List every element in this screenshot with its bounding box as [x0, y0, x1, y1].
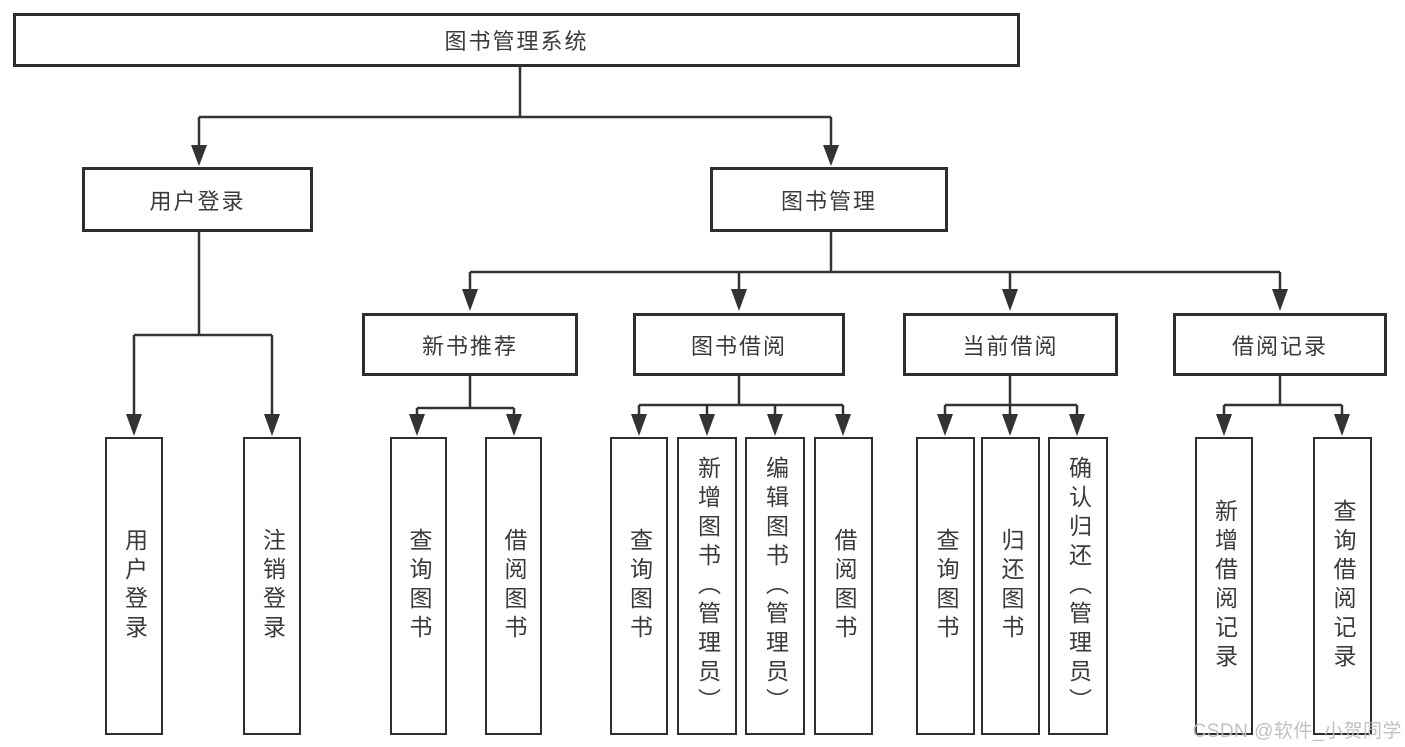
leaf-label: 查询图书 — [933, 528, 959, 644]
node-borrow-records: 借阅记录 — [1173, 313, 1387, 376]
leaf-label: 确认归还（管理员） — [1065, 455, 1092, 717]
node-label: 图书借阅 — [690, 333, 787, 359]
leaf-label: 借阅图书 — [831, 528, 857, 644]
leaf-user-login: 用户登录 — [105, 437, 163, 735]
leaf-current-query-books: 查询图书 — [916, 437, 975, 735]
leaf-recommend-borrow-books: 借阅图书 — [485, 437, 542, 735]
csdn-watermark: CSDN @软件_小贺同学 — [1192, 721, 1402, 742]
node-label: 用户登录 — [149, 188, 246, 214]
leaf-label: 注销登录 — [259, 528, 286, 644]
leaf-logout-login: 注销登录 — [243, 437, 301, 735]
node-label: 新书推荐 — [421, 333, 518, 359]
node-label: 图书管理 — [780, 188, 877, 214]
leaf-recommend-query-books: 查询图书 — [390, 437, 447, 735]
node-label: 图书管理系统 — [444, 29, 589, 54]
node-label: 当前借阅 — [962, 333, 1059, 359]
leaf-borrow-add-books-admin: 新增图书（管理员） — [677, 437, 737, 735]
node-book-management: 图书管理 — [710, 167, 948, 232]
node-label: 借阅记录 — [1231, 333, 1328, 359]
leaf-borrow-borrow-books: 借阅图书 — [814, 437, 873, 735]
node-new-book-recommend: 新书推荐 — [362, 313, 578, 376]
leaf-borrow-edit-books-admin: 编辑图书（管理员） — [745, 437, 805, 735]
leaf-records-query-borrow-record: 查询借阅记录 — [1313, 437, 1372, 735]
leaf-label: 查询借阅记录 — [1330, 499, 1356, 673]
leaf-label: 新增图书（管理员） — [694, 455, 721, 717]
leaf-borrow-query-books: 查询图书 — [610, 437, 668, 735]
leaf-label: 查询图书 — [626, 528, 653, 644]
leaf-records-add-borrow-record: 新增借阅记录 — [1195, 437, 1253, 735]
leaf-label: 新增借阅记录 — [1211, 499, 1238, 673]
node-current-borrow: 当前借阅 — [903, 313, 1118, 376]
leaf-current-confirm-return-admin: 确认归还（管理员） — [1048, 437, 1108, 735]
leaf-label: 编辑图书（管理员） — [762, 455, 789, 717]
leaf-label: 归还图书 — [998, 528, 1024, 644]
leaf-label: 借阅图书 — [501, 528, 527, 644]
node-user-login: 用户登录 — [82, 167, 313, 232]
leaf-label: 查询图书 — [406, 528, 432, 644]
node-root-library-system: 图书管理系统 — [13, 13, 1020, 67]
node-book-borrow: 图书借阅 — [633, 313, 845, 376]
leaf-label: 用户登录 — [121, 528, 148, 644]
leaf-current-return-books: 归还图书 — [981, 437, 1040, 735]
